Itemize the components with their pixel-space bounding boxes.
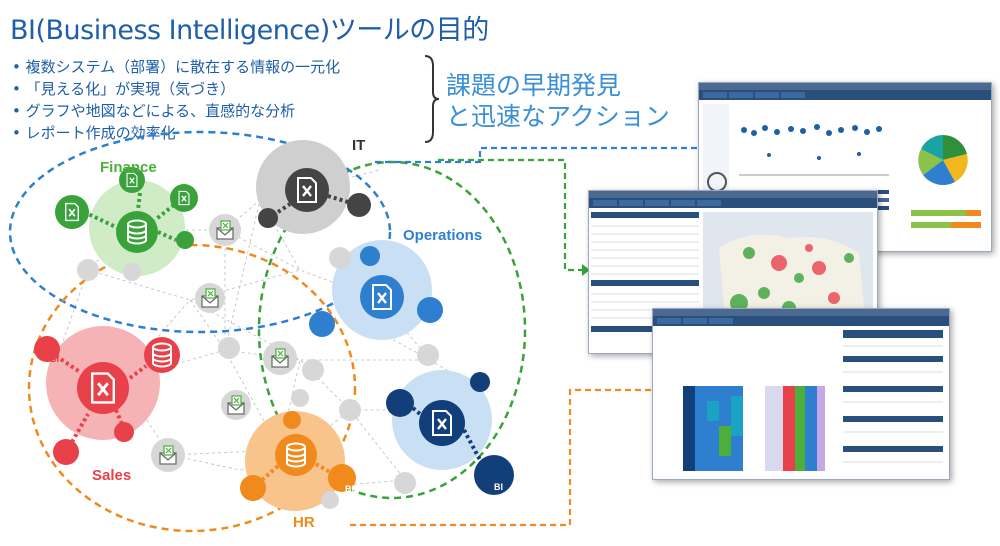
sales-label: Sales [92,467,131,484]
bi-badge: BI [494,482,503,492]
hr-file-icon [283,411,301,429]
sales-database-icon [144,337,180,373]
brace-icon [424,55,440,143]
hr-file-icon [240,475,266,501]
sales-database-icon [53,439,79,465]
finance-database-icon [116,211,158,253]
operations-bi-icon [309,311,335,337]
hr-label: HR [293,514,315,531]
purpose-item: 「見える化」が実現（気づき） [12,78,340,100]
purpose-list: 複数システム（部署）に散在する情報の一元化 「見える化」が実現（気づき） グラフ… [12,56,341,144]
finance-label: Finance [100,159,157,176]
operations-database-icon [386,389,414,417]
bi-badge: BI [318,328,327,338]
operations-connector [438,158,582,272]
operations-ellipse [257,160,527,500]
it-label: IT [352,137,365,154]
goal-text: 課題の早期発見 と迅速なアクション [446,70,670,132]
goal-line-2: と迅速なアクション [446,102,670,131]
purpose-item: グラフや地図などによる、直感的な分析 [12,100,340,122]
it-database-icon [347,193,371,217]
it-database-icon [258,208,278,228]
goal-line-1: 課題の早期発見 [446,71,622,100]
operations-label: Operations [403,227,482,244]
finance-database-icon [176,231,194,249]
operations-bi-icon [474,455,514,495]
dashboard-screenshot-3 [652,308,950,480]
heatmap-grid [683,386,825,471]
finance-it-ellipse [8,130,392,334]
operations-file-icon [470,372,490,392]
it-connector [375,146,700,164]
purpose-item: 複数システム（部署）に散在する情報の一元化 [12,56,341,78]
gray-nodes [77,214,439,509]
bi-badge: BI [345,484,354,494]
operations-database-icon [417,297,443,323]
operations-file-icon [360,246,380,266]
sales-bi-icon [34,336,60,362]
hr-database-icon [275,434,317,476]
page-title: BI(Business Intelligence)ツールの目的 [10,15,489,46]
hr-bi-icon [328,464,356,492]
hr-connector [350,388,652,527]
sales-file-icon [114,422,134,442]
bi-badge: BI [50,354,59,364]
